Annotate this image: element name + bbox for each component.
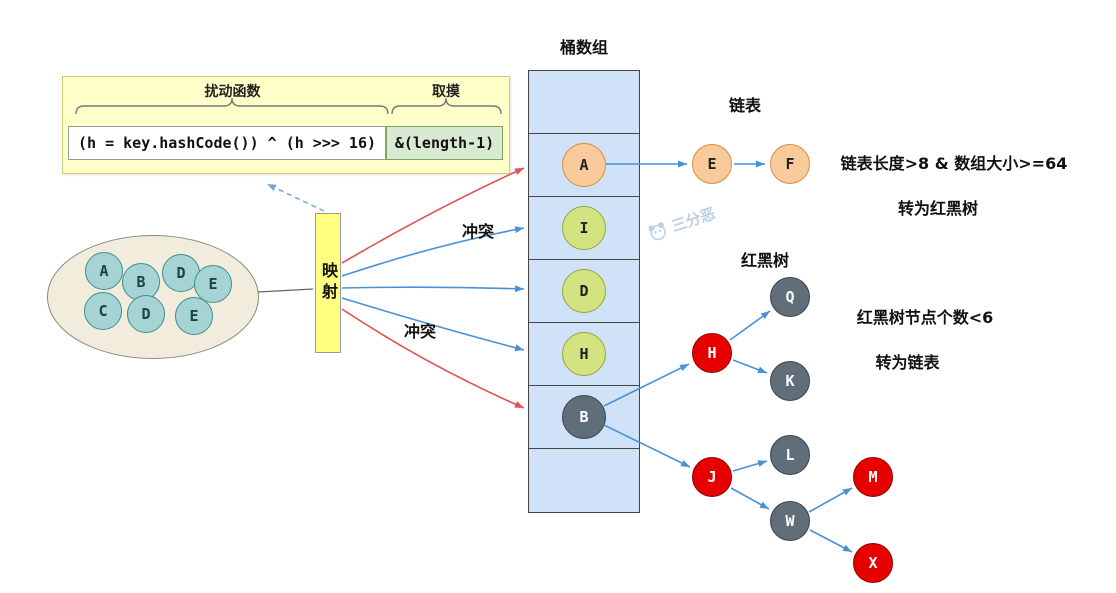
tree-node: J xyxy=(692,457,732,497)
untreeify-condition-text: 红黑树节点个数<6 xyxy=(856,308,994,327)
collision-label-bottom: 冲突 xyxy=(403,322,436,341)
key-node: C xyxy=(84,292,122,330)
bucket-array: A I D H B xyxy=(528,70,640,513)
untreeify-action-text: 转为链表 xyxy=(875,353,940,372)
bucket-node: H xyxy=(562,332,606,376)
tree-node: Q xyxy=(770,277,810,317)
key-node: B xyxy=(122,263,160,301)
tree-node: L xyxy=(770,435,810,475)
bucket-node: I xyxy=(562,206,606,250)
treeify-action-text: 转为红黑树 xyxy=(897,199,978,218)
key-node: A xyxy=(85,252,123,290)
panda-icon xyxy=(648,221,666,240)
tree-node: W xyxy=(770,501,810,541)
watermark: 三分恶 xyxy=(644,197,736,245)
list-node: F xyxy=(770,144,810,184)
red-black-tree-label: 红黑树 xyxy=(740,251,789,270)
watermark-text: 三分恶 xyxy=(669,204,718,236)
linked-list-label: 链表 xyxy=(728,96,761,115)
tree-node: X xyxy=(853,543,893,583)
perturbation-function-label: 扰动函数 xyxy=(204,84,261,100)
collision-label-top: 冲突 xyxy=(461,222,494,241)
hash-expression: (h = key.hashCode()) ^ (h >>> 16) xyxy=(68,126,386,160)
bucket-array-label: 桶数组 xyxy=(559,38,608,57)
key-node: D xyxy=(162,254,200,292)
bucket-cell-empty xyxy=(529,449,639,512)
bucket-node: A xyxy=(562,143,606,187)
modulo-label: 取摸 xyxy=(432,84,460,100)
bucket-node: B xyxy=(562,395,606,439)
key-node: D xyxy=(127,295,165,333)
tree-node: K xyxy=(770,361,810,401)
bucket-cell: H xyxy=(529,323,639,386)
tree-node: H xyxy=(692,333,732,373)
mapping-label: 映射 xyxy=(319,262,338,304)
list-node: E xyxy=(692,144,732,184)
bucket-cell-empty xyxy=(529,71,639,134)
bucket-cell: B xyxy=(529,386,639,449)
treeify-condition-text: 链表长度>8 & 数组大小>=64 xyxy=(840,154,1068,173)
bucket-node: D xyxy=(562,269,606,313)
bucket-cell: D xyxy=(529,260,639,323)
tree-node: M xyxy=(853,457,893,497)
bucket-cell: I xyxy=(529,197,639,260)
mask-expression: &(length-1) xyxy=(386,126,503,160)
key-node: E xyxy=(175,297,213,335)
key-node: E xyxy=(194,265,232,303)
mapping-box: 映射 xyxy=(315,213,341,353)
bucket-cell: A xyxy=(529,134,639,197)
